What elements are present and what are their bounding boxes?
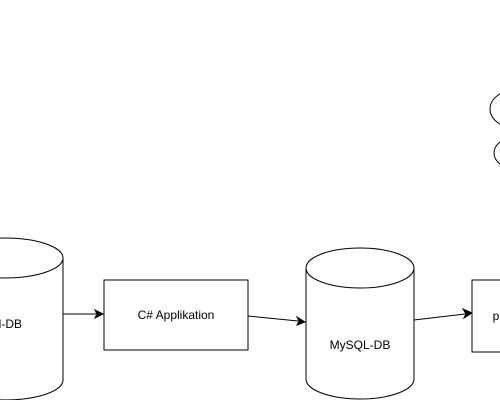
edge-app-to-mysql [247,315,307,326]
edge-mysql-to-process [413,307,474,321]
csharp-app-box: C# Applikation [103,279,249,351]
source-db-label: ird-DB [0,317,22,331]
ellipse-top-shape [489,93,500,125]
target-process-box: p [471,279,500,353]
mysql-db-cylinder: MySQL-DB [305,247,415,400]
target-process-label: p [493,309,500,323]
ellipse-bottom-shape [493,141,500,165]
edge-source-to-app [62,308,105,320]
csharp-app-label: C# Applikation [138,308,215,322]
source-db-cylinder: ird-DB [0,237,64,400]
mysql-db-label: MySQL-DB [330,338,391,352]
